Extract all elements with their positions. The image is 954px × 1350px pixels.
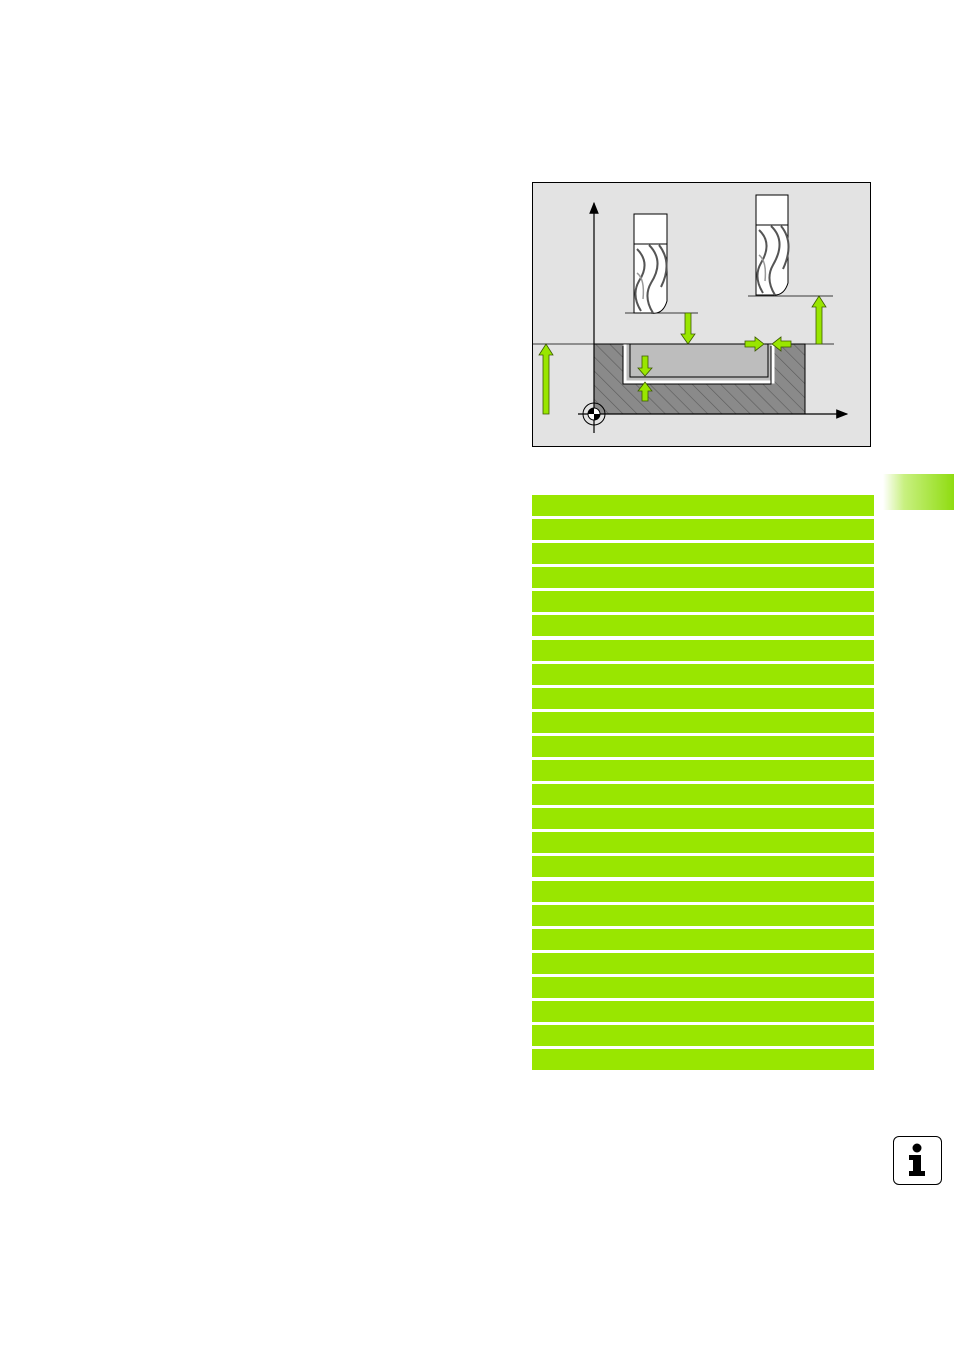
parameter-table — [532, 495, 874, 1073]
chapter-tab-marker — [883, 474, 954, 510]
table-row — [532, 904, 874, 926]
table-row — [532, 687, 874, 709]
workpiece — [593, 343, 806, 415]
table-row — [532, 615, 874, 637]
table-row — [532, 591, 874, 613]
info-icon — [893, 1136, 942, 1185]
table-row — [532, 928, 874, 950]
table-row — [532, 808, 874, 830]
table-row — [532, 1000, 874, 1022]
table-row — [532, 663, 874, 685]
milling-tool-icon — [633, 213, 668, 314]
table-row — [532, 639, 874, 661]
table-row — [532, 976, 874, 998]
table-row — [532, 880, 874, 902]
table-row — [532, 711, 874, 733]
table-row — [532, 567, 874, 589]
table-row — [532, 952, 874, 974]
origin-icon — [582, 402, 606, 426]
table-row — [532, 1049, 874, 1071]
table-row — [532, 1025, 874, 1047]
table-row — [532, 543, 874, 565]
milling-tool-icon — [755, 194, 790, 296]
table-row — [532, 495, 874, 516]
axes — [578, 201, 849, 433]
table-row — [532, 784, 874, 806]
milling-diagram — [532, 182, 871, 447]
table-row — [532, 735, 874, 757]
table-row — [532, 760, 874, 782]
dimension-arrows — [538, 295, 827, 415]
table-row — [532, 856, 874, 878]
table-row — [532, 832, 874, 854]
table-row — [532, 519, 874, 541]
